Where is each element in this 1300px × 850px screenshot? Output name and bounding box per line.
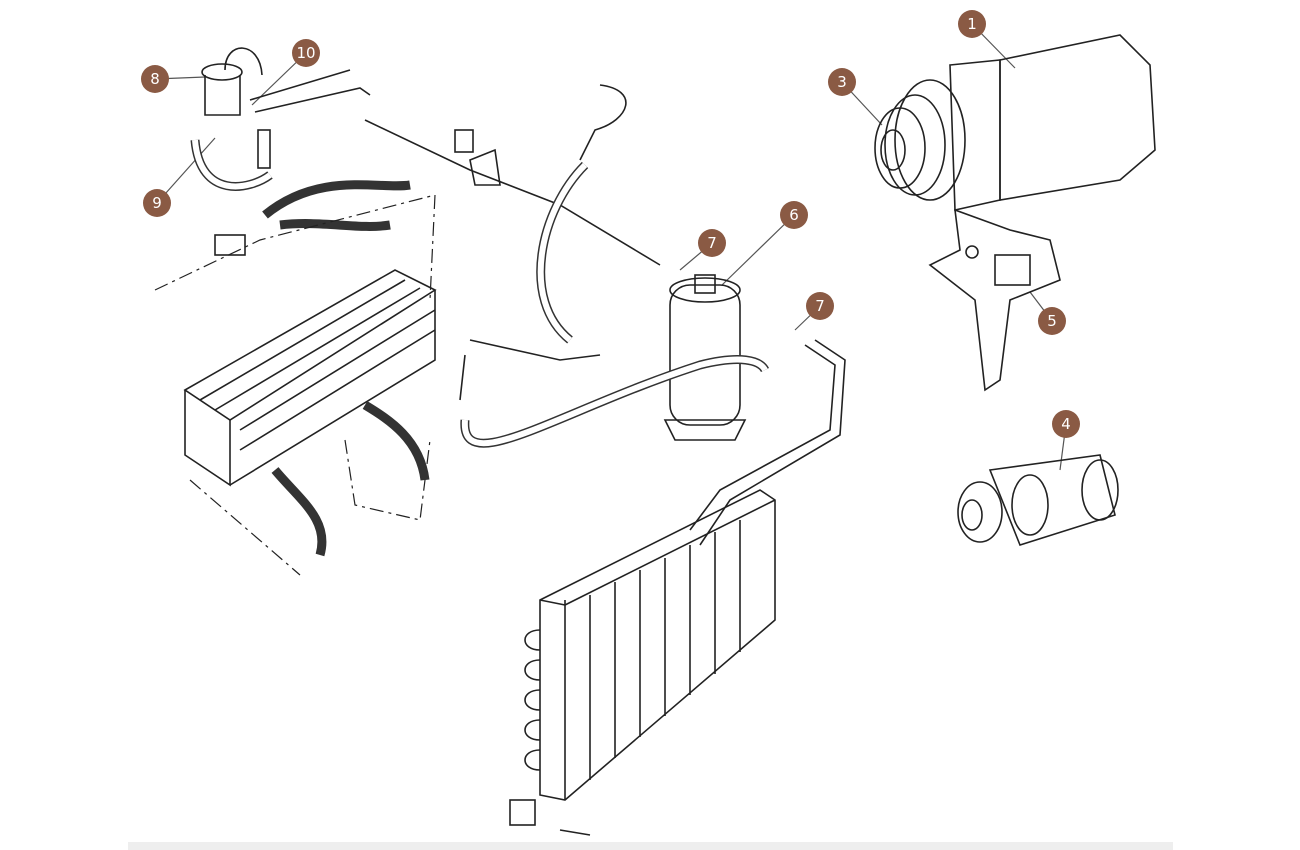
condenser xyxy=(509,489,776,836)
callout-10[interactable]: 10 xyxy=(292,39,320,67)
callout-4[interactable]: 4 xyxy=(1052,410,1080,438)
compressor xyxy=(874,34,1156,211)
callout-6[interactable]: 6 xyxy=(780,201,808,229)
bottom-strip xyxy=(128,842,1173,850)
callout-5[interactable]: 5 xyxy=(1038,307,1066,335)
callout-3[interactable]: 3 xyxy=(828,68,856,96)
liquid-hose xyxy=(460,355,770,448)
callout-8[interactable]: 8 xyxy=(141,65,169,93)
compressor-clutch xyxy=(957,454,1119,546)
expansion-valve xyxy=(190,47,411,256)
suction-pipe xyxy=(364,119,661,266)
callout-1[interactable]: 1 xyxy=(958,10,986,38)
callout-9[interactable]: 9 xyxy=(143,189,171,217)
clip xyxy=(469,148,501,186)
callout-7-dryer[interactable]: 7 xyxy=(698,229,726,257)
evaporator xyxy=(154,194,437,576)
receiver-dryer xyxy=(663,274,747,441)
mounting-bracket xyxy=(928,208,1061,392)
callout-7-pipe[interactable]: 7 xyxy=(806,292,834,320)
